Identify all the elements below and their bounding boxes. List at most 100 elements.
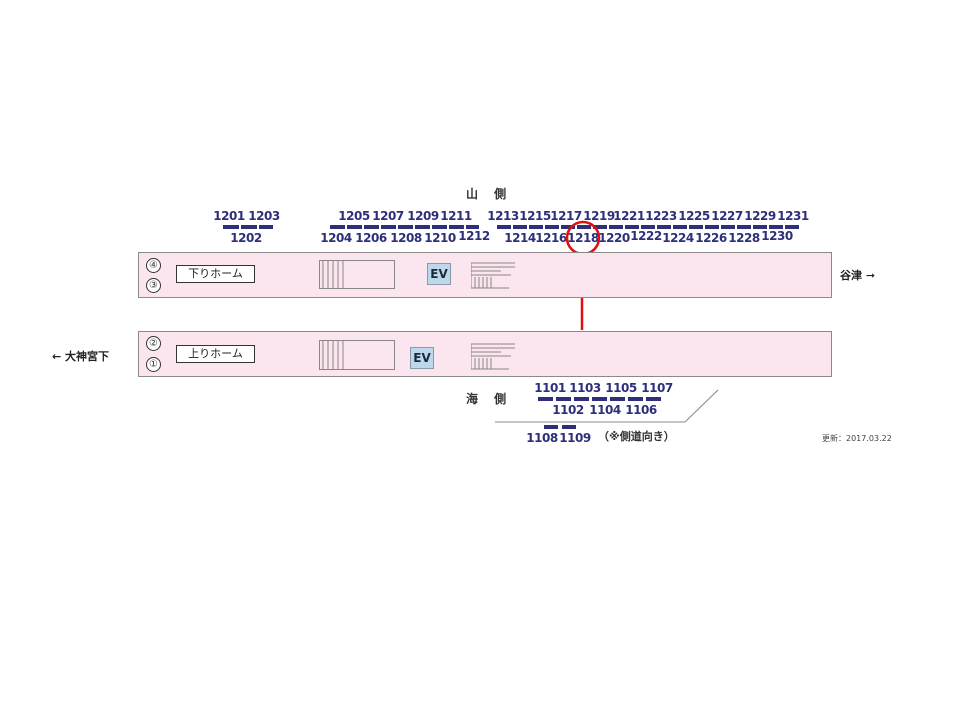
pillar-number: 1215 (519, 209, 551, 223)
pillar-bar (513, 225, 527, 229)
pillar-number: 1229 (744, 209, 776, 223)
track-number: ① (146, 357, 161, 372)
pillar-bar (628, 397, 643, 401)
pillar-bar (544, 425, 558, 429)
pillar-number: 1226 (695, 231, 727, 245)
side-road-note: （※側道向き） (598, 430, 675, 443)
down-platform-label: 下りホーム (176, 265, 255, 283)
pillar-number: 1223 (645, 209, 677, 223)
pillar-bar (545, 225, 559, 229)
pillar-bar (705, 225, 719, 229)
pillar-number: 1203 (248, 209, 280, 223)
pillar-number: 1225 (678, 209, 710, 223)
updated-date: 更新：2017.03.22 (822, 434, 892, 443)
pillar-bar (737, 225, 751, 229)
pillar-number: 1222 (630, 229, 662, 243)
pillar-number: 1214 (504, 231, 536, 245)
pillar-number: 1204 (320, 231, 352, 245)
pillar-number: 1228 (728, 231, 760, 245)
pillar-bar (556, 397, 571, 401)
pillar-bar (721, 225, 735, 229)
pillar-number: 1104 (589, 403, 621, 417)
pillar-number: 1205 (338, 209, 370, 223)
direction-yatsu: 谷津 ➞ (840, 269, 876, 282)
pillar-bar (381, 225, 396, 229)
pillar-bar (689, 225, 703, 229)
pillar-bar (753, 225, 767, 229)
pillar-bar (592, 397, 607, 401)
pillar-number: 1108 (526, 431, 558, 445)
up-platform: ② ① 上りホーム EV (138, 331, 832, 377)
pillar-bar (577, 225, 591, 229)
pillar-number: 1227 (711, 209, 743, 223)
pillar-bar (330, 225, 345, 229)
escalator-icon (471, 262, 515, 289)
pillar-bar (398, 225, 413, 229)
pillar-bar (562, 425, 576, 429)
pillar-number: 1109 (559, 431, 591, 445)
pillar-bar (785, 225, 799, 229)
pillar-number: 1212 (458, 229, 490, 243)
up-platform-label: 上りホーム (176, 345, 255, 363)
pillar-number: 1103 (569, 381, 601, 395)
mountain-side-label: 山 側 (466, 187, 513, 201)
pillar-number: 1219 (583, 209, 615, 223)
track-number: ② (146, 336, 161, 351)
pillar-bar (657, 225, 671, 229)
pillar-number: 1220 (598, 231, 630, 245)
pillar-bar (561, 225, 575, 229)
pillar-number: 1105 (605, 381, 637, 395)
pillar-bar (641, 225, 655, 229)
down-platform: ④ ③ 下りホーム EV (138, 252, 832, 298)
pillar-bar (259, 225, 273, 229)
escalator-icon (471, 343, 515, 370)
pillar-number: 1202 (230, 231, 262, 245)
pillar-bar (223, 225, 239, 229)
pillar-number: 1216 (535, 231, 567, 245)
pillar-number: 1208 (390, 231, 422, 245)
pillar-bar (241, 225, 257, 229)
pillar-bar (364, 225, 379, 229)
pillar-bar (609, 225, 623, 229)
pillar-bar (610, 397, 625, 401)
pillar-bar (432, 225, 447, 229)
pillar-number: 1211 (440, 209, 472, 223)
pillar-number: 1106 (625, 403, 657, 417)
pillar-number: 1101 (534, 381, 566, 395)
track-number: ③ (146, 278, 161, 293)
pillar-number: 1209 (407, 209, 439, 223)
pillar-number: 1230 (761, 229, 793, 243)
highlight-circle (565, 220, 601, 256)
pillar-number: 1224 (662, 231, 694, 245)
pillar-number: 1221 (613, 209, 645, 223)
track-number: ④ (146, 258, 161, 273)
pillar-bar (574, 397, 589, 401)
stair (319, 260, 395, 289)
stair (319, 340, 395, 370)
pillar-bar (497, 225, 511, 229)
elevator: EV (427, 263, 451, 285)
pillar-number: 1102 (552, 403, 584, 417)
pillar-bar (415, 225, 430, 229)
pillar-number: 1213 (487, 209, 519, 223)
pillar-number: 1107 (641, 381, 673, 395)
side-road-diagonal (684, 389, 719, 423)
pillar-number: 1210 (424, 231, 456, 245)
pillar-number: 1206 (355, 231, 387, 245)
pillar-bar (646, 397, 661, 401)
pillar-number-highlighted: 1218 (567, 231, 599, 245)
direction-daijingushita: ← 大神宮下 (52, 350, 110, 363)
pillar-bar (673, 225, 687, 229)
elevator: EV (410, 347, 434, 369)
sea-side-label: 海 側 (466, 392, 513, 406)
pillar-bar (625, 225, 639, 229)
pillar-bar (593, 225, 607, 229)
pillar-number: 1201 (213, 209, 245, 223)
pillar-bar (347, 225, 362, 229)
pillar-bar (769, 225, 783, 229)
pillar-number: 1231 (777, 209, 809, 223)
pillar-bar (466, 225, 479, 229)
pillar-bar (449, 225, 464, 229)
pillar-bar (538, 397, 553, 401)
pillar-bar (529, 225, 543, 229)
